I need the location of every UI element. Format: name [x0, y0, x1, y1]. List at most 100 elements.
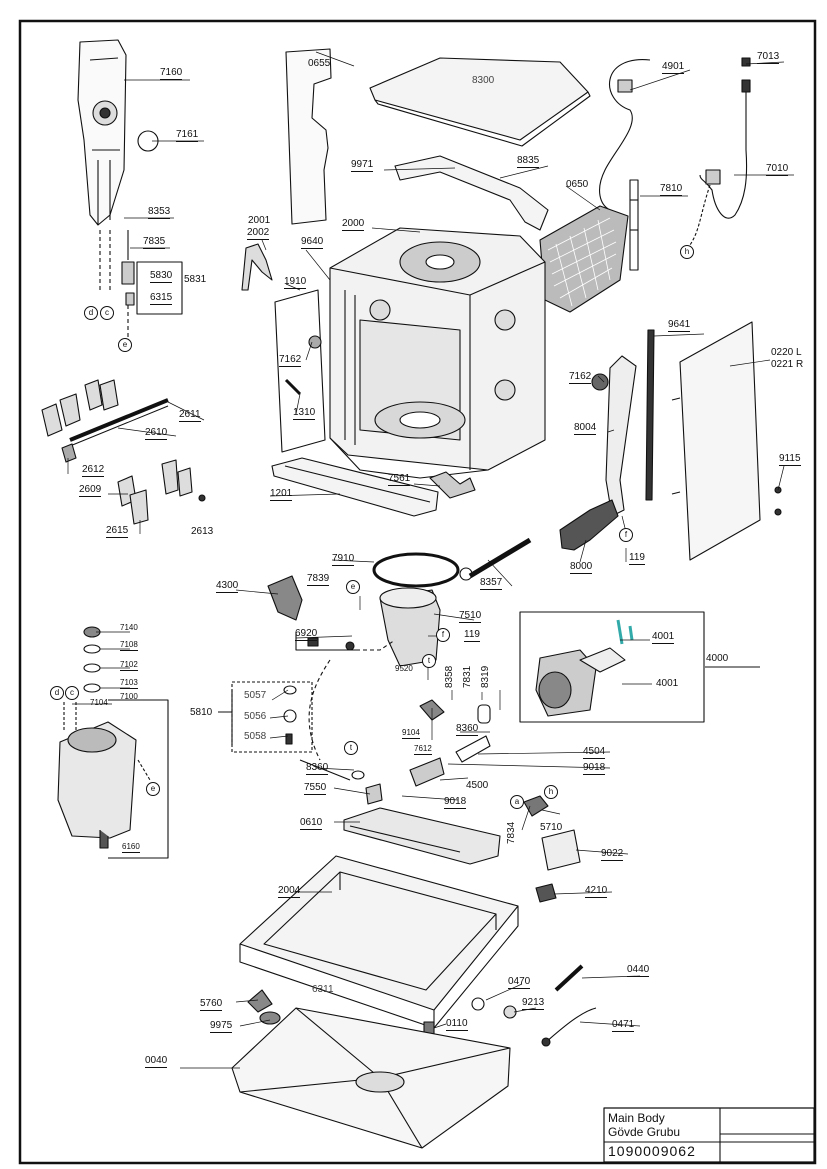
part-label-119-upper: 119	[629, 552, 645, 565]
part-label-4504: 4504	[583, 746, 606, 759]
part-9971	[394, 155, 549, 231]
bracket-5831	[136, 261, 183, 315]
part-0650	[539, 205, 629, 313]
part-label-0610: 0610	[300, 817, 323, 830]
connector-t-lower: t	[344, 741, 358, 755]
title-block-line1: Main Body	[608, 1111, 665, 1125]
part-label-7834: 7834	[506, 821, 517, 844]
part-label-2001: 2001	[248, 215, 271, 226]
part-label-7013: 7013	[757, 51, 780, 64]
part-1910	[274, 289, 326, 453]
part-label-7160: 7160	[160, 67, 183, 80]
part-label-1310: 1310	[293, 407, 316, 420]
part-9641	[645, 329, 655, 501]
part-label-6920: 6920	[295, 628, 318, 641]
part-label-6160: 6160	[122, 842, 140, 853]
leader-lines	[67, 51, 794, 1069]
part-label-9975: 9975	[210, 1020, 233, 1033]
part-label-9520: 9520	[395, 664, 413, 673]
part-label-7510: 7510	[459, 610, 482, 623]
connector-h-5710: h	[544, 785, 558, 799]
part-label-7561: 7561	[388, 473, 411, 486]
part-6315	[125, 292, 135, 306]
part-8004	[605, 355, 637, 517]
part-label-0655: 0655	[308, 58, 331, 69]
connector-f-sump: f	[436, 628, 450, 642]
part-7100-tank	[57, 721, 137, 849]
part-7160	[77, 39, 127, 226]
part-label-1910: 1910	[284, 276, 307, 289]
part-label-119-lower: 119	[464, 629, 480, 642]
part-7810	[629, 179, 639, 271]
part-label-9640: 9640	[301, 236, 324, 249]
part-0471	[545, 1007, 597, 1043]
part-label-2615: 2615	[106, 525, 129, 538]
part-label-4001-lower: 4001	[656, 678, 679, 689]
part-label-7100: 7100	[120, 692, 138, 701]
part-label-5831: 5831	[184, 274, 207, 285]
part-label-7550: 7550	[304, 782, 327, 795]
part-label-2002: 2002	[247, 227, 270, 240]
part-label-5830: 5830	[150, 270, 173, 283]
connector-f-hinge: f	[619, 528, 633, 542]
part-label-0470: 0470	[508, 976, 531, 989]
part-label-4000: 4000	[706, 653, 729, 664]
part-2004-base	[239, 855, 519, 1029]
part-8000	[559, 499, 619, 551]
part-label-9018-lower: 9018	[444, 796, 467, 809]
part-label-4901: 4901	[662, 61, 685, 74]
part-label-0221: 0221 R	[771, 359, 804, 370]
part-1201	[271, 457, 439, 517]
part-label-7108: 7108	[120, 640, 138, 651]
part-8357	[468, 537, 532, 579]
part-label-2609: 2609	[79, 484, 102, 497]
title-block	[603, 1107, 815, 1163]
part-label-4300: 4300	[216, 580, 239, 593]
connector-t-sump: t	[422, 654, 436, 668]
part-8300	[369, 57, 589, 141]
part-4901	[599, 59, 651, 211]
part-label-7161: 7161	[176, 129, 199, 142]
part-label-8357: 8357	[480, 577, 503, 590]
part-label-5058: 5058	[244, 731, 267, 742]
part-label-8319: 8319	[480, 665, 491, 688]
part-label-0471: 0471	[612, 1019, 635, 1032]
part-0440	[554, 964, 584, 992]
connector-c-top: c	[100, 306, 114, 320]
part-label-8360-right: 8360	[456, 723, 479, 736]
part-label-4500: 4500	[466, 780, 489, 791]
part-label-2612: 2612	[82, 464, 105, 477]
part-label-8300: 8300	[472, 75, 495, 86]
connector-c-tank: c	[65, 686, 79, 700]
part-label-8353: 8353	[148, 206, 171, 219]
part-label-9022: 9022	[601, 848, 624, 861]
part-label-6315: 6315	[150, 292, 173, 305]
part-label-9104: 9104	[402, 728, 420, 739]
connector-e-tank: e	[146, 782, 160, 796]
part-label-7910: 7910	[332, 553, 355, 566]
part-7910	[372, 552, 460, 588]
part-label-6311: 6311	[312, 984, 334, 995]
part-label-2004: 2004	[278, 885, 301, 898]
part-label-7104: 7104	[90, 698, 108, 707]
part-7510	[379, 589, 441, 667]
part-label-4001-upper: 4001	[652, 631, 675, 644]
connector-d-top: d	[84, 306, 98, 320]
part-label-7831: 7831	[462, 665, 473, 688]
part-label-7612: 7612	[414, 744, 432, 755]
part-label-8358: 8358	[444, 665, 455, 688]
part-label-0440: 0440	[627, 964, 650, 977]
part-label-0220: 0220 L	[771, 347, 802, 358]
connector-d-tank: d	[50, 686, 64, 700]
page-border	[18, 19, 817, 1165]
part-label-2000: 2000	[342, 218, 365, 231]
part-label-5760: 5760	[200, 998, 223, 1011]
part-label-0040: 0040	[145, 1055, 168, 1068]
part-label-5057: 5057	[244, 690, 267, 701]
part-label-7103: 7103	[120, 678, 138, 689]
part-label-8360-left: 8360	[306, 762, 329, 775]
part-label-5810: 5810	[190, 707, 213, 718]
part-label-4210: 4210	[585, 885, 608, 898]
part-2610	[41, 379, 206, 525]
